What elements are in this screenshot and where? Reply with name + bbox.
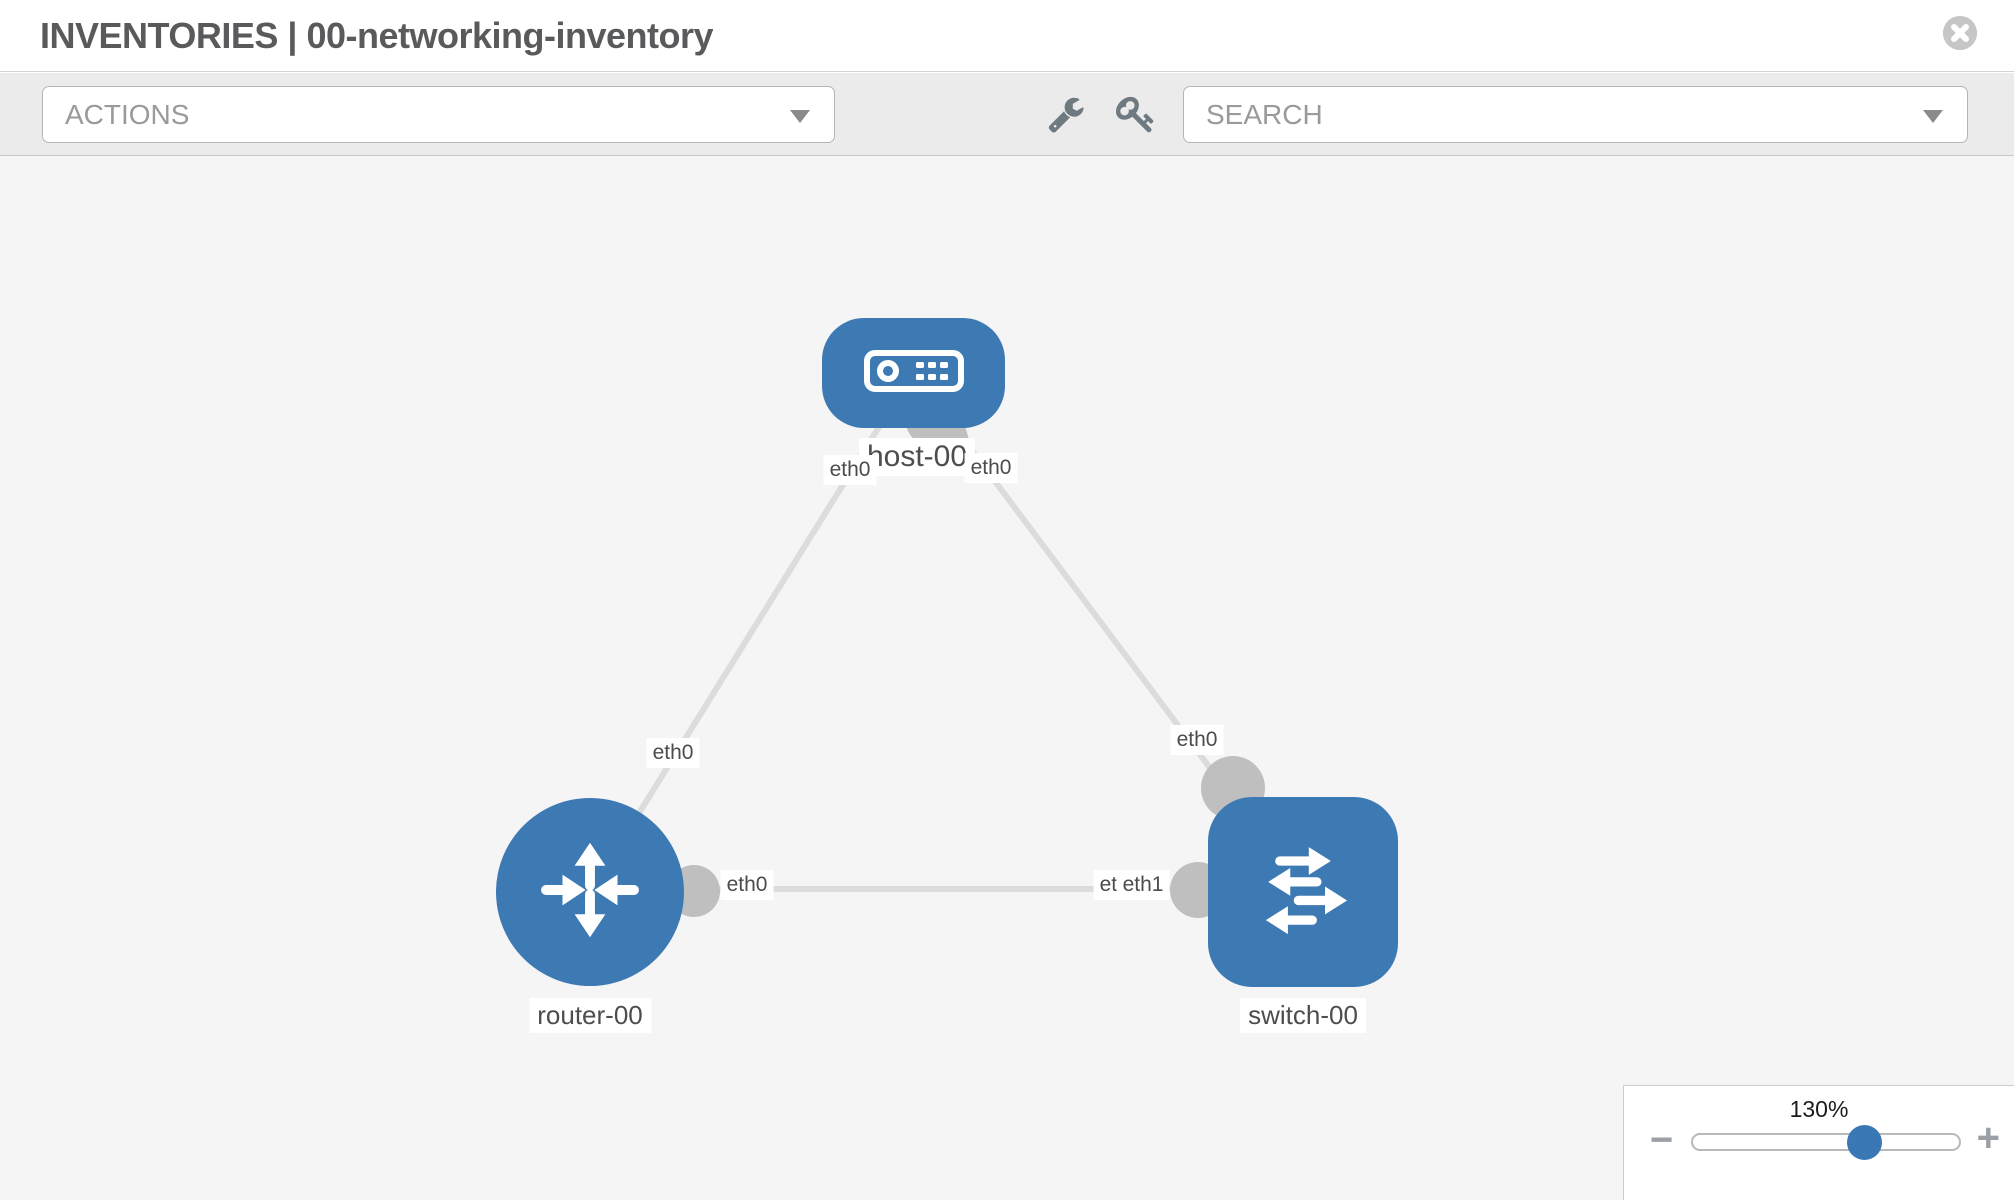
router-icon xyxy=(535,835,645,950)
toolbar: ACTIONS SEARCH xyxy=(0,73,2014,156)
interface-label: eth0 xyxy=(720,870,774,900)
interface-label: eth0 xyxy=(1170,725,1224,755)
configure-button[interactable] xyxy=(1042,94,1090,138)
interface-label: eth0 xyxy=(823,455,877,485)
node-label-host: host-00 xyxy=(858,438,976,476)
host-icon xyxy=(863,349,964,397)
close-button[interactable] xyxy=(1943,16,1977,50)
links-layer xyxy=(587,370,1306,918)
search-dropdown[interactable]: SEARCH xyxy=(1183,86,1968,143)
key-icon xyxy=(1116,94,1156,139)
chevron-down-icon xyxy=(1923,110,1943,123)
actions-dropdown-label: ACTIONS xyxy=(65,99,190,130)
zoom-out-button[interactable]: − xyxy=(1650,1118,1674,1162)
page-title: INVENTORIES | 00-networking-inventory xyxy=(40,15,714,56)
node-host-00[interactable] xyxy=(822,318,1005,428)
interface-label: eth0 xyxy=(646,738,700,768)
node-label-switch: switch-00 xyxy=(1240,998,1366,1033)
node-router-00[interactable] xyxy=(496,798,684,986)
zoom-level-label: 130% xyxy=(1789,1096,1849,1122)
zoom-slider-thumb[interactable] xyxy=(1847,1125,1882,1160)
chevron-down-icon xyxy=(790,110,810,123)
zoom-in-button[interactable]: + xyxy=(1976,1116,2000,1160)
interface-label: eth0 xyxy=(964,453,1018,483)
key-button[interactable] xyxy=(1112,94,1160,138)
app-header: INVENTORIES | 00-networking-inventory xyxy=(0,0,2014,72)
node-label-router: router-00 xyxy=(529,998,651,1033)
interface-label: eth1 xyxy=(1116,870,1170,900)
zoom-panel: 130% − + xyxy=(1623,1085,2014,1200)
zoom-slider-track[interactable] xyxy=(1691,1133,1961,1151)
topology-canvas[interactable]: host-00 router-00 switch-00 eth0 eth0 et… xyxy=(0,156,2014,1200)
search-dropdown-label: SEARCH xyxy=(1206,99,1323,130)
node-switch-00[interactable] xyxy=(1208,797,1398,987)
switch-icon xyxy=(1245,832,1361,953)
wrench-icon xyxy=(1047,95,1085,138)
actions-dropdown[interactable]: ACTIONS xyxy=(42,86,835,143)
